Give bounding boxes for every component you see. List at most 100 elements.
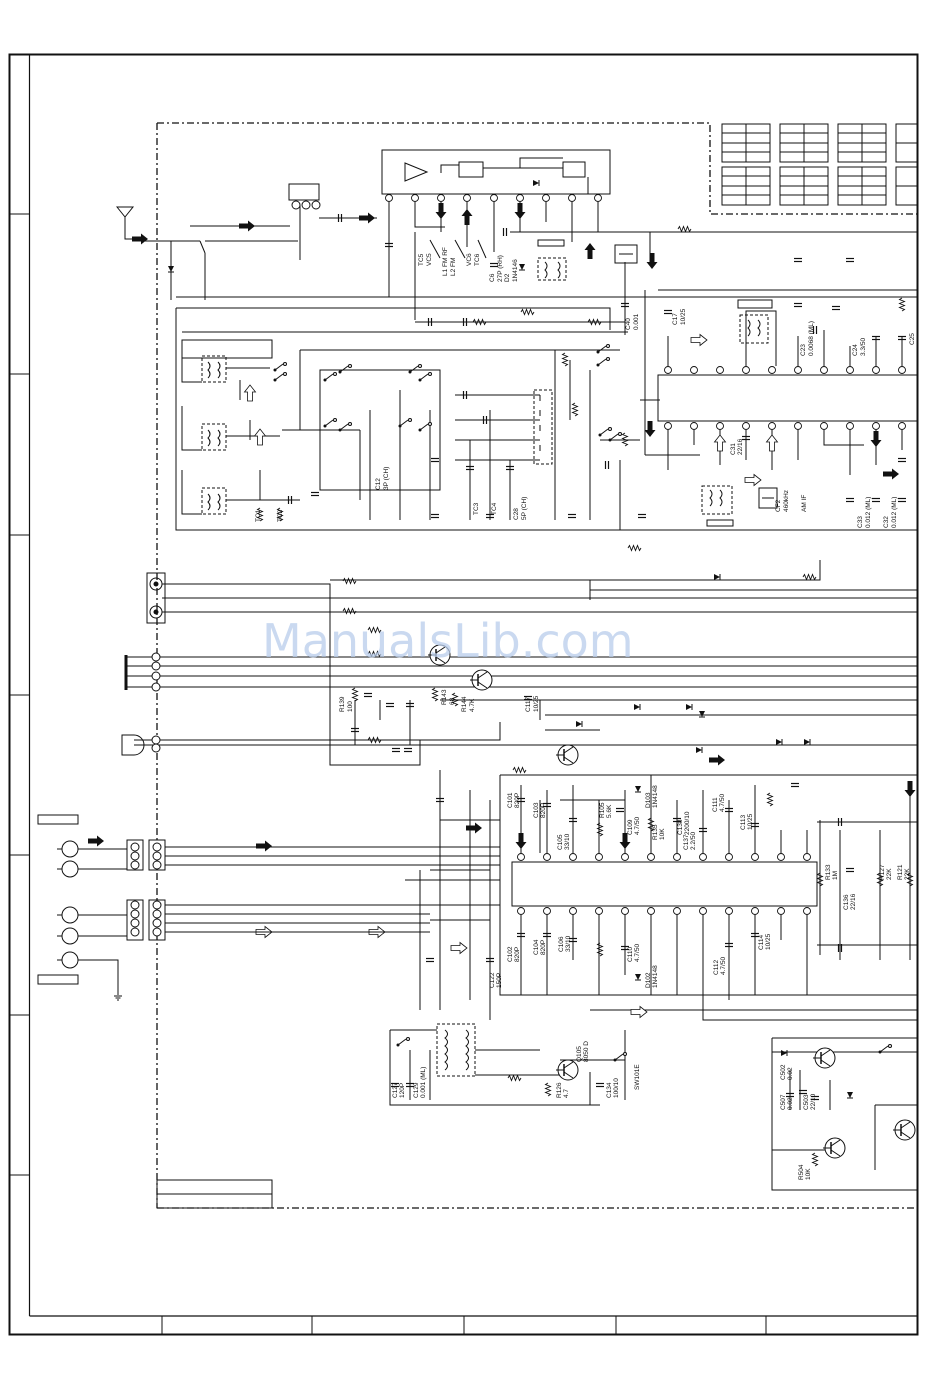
diode	[846, 1091, 854, 1099]
label-r504-value: 10K	[805, 1168, 812, 1180]
label-c102: C102	[507, 946, 514, 962]
if-signal-arrow-down	[644, 421, 656, 437]
if-signal-arrow-up	[766, 434, 778, 452]
motor-labels: C507 0.02 C502 0.02 C503 22/10 R504 10K	[780, 1064, 817, 1180]
capacitor	[502, 227, 508, 237]
label-c105-value: 33/10	[564, 833, 571, 850]
label-r139-value: 100	[347, 701, 354, 712]
label-r127: R127	[879, 864, 886, 880]
sheet-border	[8, 53, 919, 1336]
am-tuning-section	[175, 307, 917, 531]
resistor-r105	[597, 822, 603, 837]
resistor	[572, 402, 578, 417]
fm-tuner-network	[176, 202, 917, 335]
jacks-section	[121, 560, 917, 766]
label-c112-value: 4.7/50	[720, 957, 727, 975]
label-c103-value: 820P	[540, 803, 547, 818]
if-signal-arrow	[690, 334, 708, 346]
label-c104-value: 820P	[540, 940, 547, 955]
label-c110-value: 4.7/50	[634, 944, 641, 962]
label-c102-value: 820P	[514, 947, 521, 962]
capacitor-c109	[615, 807, 625, 813]
label-c502: C502	[780, 1064, 787, 1080]
resistor	[562, 352, 568, 367]
label-tc2: TC2	[277, 509, 284, 522]
label-c28-value: 5P (CH)	[521, 497, 528, 520]
connector-pin	[301, 200, 311, 210]
main-ic-pins	[517, 853, 811, 915]
label-c109: C109	[627, 819, 634, 835]
capacitor	[845, 257, 855, 263]
antenna-diode	[167, 265, 175, 273]
capacitor-c33	[845, 497, 855, 503]
label-c24: C24	[852, 344, 859, 356]
label-c114-value: 10/25	[765, 933, 772, 950]
label-c117-value: 10/25	[533, 695, 540, 712]
label-c111-value: 4.7/50	[719, 794, 726, 812]
label-am-if: AM IF	[801, 495, 808, 512]
label-tc3: TC3	[473, 502, 480, 515]
label-c503: C503	[803, 1094, 810, 1110]
capacitor-c136	[845, 867, 855, 873]
label-c129-value: 0.001 (ML)	[420, 1067, 427, 1098]
capacitor	[790, 782, 800, 788]
label-c6-value: 27P (RH)	[497, 255, 504, 282]
amp-input-arrow	[256, 840, 272, 852]
label-c101-value: 820P	[514, 793, 521, 808]
label-c502-value: 0.02	[787, 1067, 794, 1080]
transistor	[822, 1137, 846, 1159]
antenna-signal-arrow	[132, 233, 148, 245]
label-c12: C12	[375, 478, 382, 490]
label-sw101e: SW101E	[634, 1064, 641, 1090]
audio-signal-arrow	[709, 754, 725, 766]
if-output-arrow	[744, 474, 762, 486]
label-c117: C117	[525, 697, 532, 712]
diode	[575, 720, 583, 728]
label-r139: R139	[339, 696, 346, 712]
label-tc4: TC4	[491, 502, 498, 515]
resistor	[627, 545, 642, 551]
bias-osc-labels: C127 120P C129 0.001 (ML) Q105 8050 D R1…	[392, 1041, 641, 1098]
if-ic-pins	[664, 366, 906, 430]
if-detector-ic	[657, 374, 918, 422]
motor-control	[771, 1037, 917, 1191]
rf-signal-arrow	[239, 220, 255, 232]
if-output-arrow	[883, 468, 899, 480]
label-c127-value: 120P	[399, 1083, 406, 1098]
label-d103: D103	[645, 792, 652, 808]
label-r135: R135	[652, 824, 659, 840]
label-c31-value: 22/16	[737, 438, 744, 455]
switch	[396, 1037, 410, 1047]
label-c40-value: 0.001	[633, 313, 640, 330]
title-block-bottom-left	[156, 1179, 273, 1209]
rf-to-ic-arrow	[359, 212, 375, 224]
label-c33: C33	[857, 516, 864, 528]
capacitor	[637, 513, 647, 519]
capacitor-c134	[595, 1082, 605, 1088]
label-c113: C113	[740, 815, 747, 830]
capacitor-c32	[871, 497, 881, 503]
label-c33-value: 0.012 (ML)	[865, 497, 872, 528]
label-c129: C129	[413, 1082, 420, 1098]
ic-signal-arrow-down	[646, 253, 658, 269]
label-d2: D2	[504, 273, 511, 282]
amp-output-arrow	[630, 1006, 648, 1018]
label-r121: R121	[897, 864, 904, 880]
label-c28: C28	[513, 508, 520, 520]
label-tc1: TC1	[255, 509, 262, 522]
if-labels: C31 22/16 CF2 460kHz AM IF C33 0.012 (ML…	[730, 438, 898, 528]
label-c138: C138	[677, 819, 684, 835]
label-c137: C137	[683, 834, 690, 850]
capacitor	[363, 692, 373, 698]
resistor-r126	[545, 1082, 551, 1097]
capacitor	[403, 747, 413, 753]
resistor	[342, 578, 357, 584]
label-c105: C105	[557, 834, 564, 850]
if-signal-arrow-down	[870, 431, 882, 447]
connector-pin	[311, 200, 321, 210]
label-r143-value: 68	[449, 697, 456, 705]
label-tc5: TC5	[418, 253, 425, 266]
main-ic-wiring	[405, 770, 917, 1021]
amp-input-arrow	[88, 835, 104, 847]
